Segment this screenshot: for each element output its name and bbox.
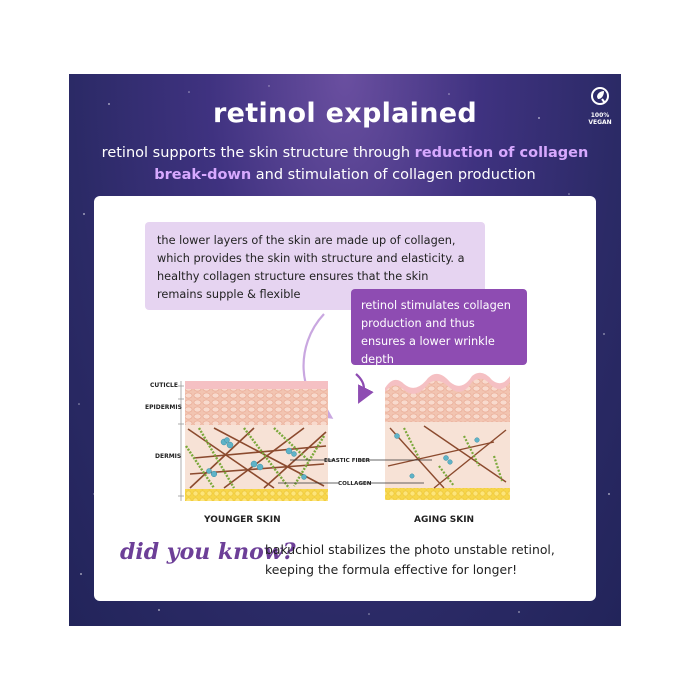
vegan-leaf-icon (591, 87, 609, 105)
did-you-know-text: bakuchiol stabilizes the photo unstable … (265, 542, 555, 577)
retinol-banner: retinol explained retinol supports the s… (69, 74, 621, 626)
info-card: the lower layers of the skin are made up… (94, 196, 596, 601)
did-you-know-heading: did you know? (120, 539, 296, 565)
subtitle-highlight: reduction of collagen break-down (154, 145, 589, 183)
skin-diagram: CUTICLE EPIDERMIS DERMIS (145, 313, 510, 525)
vegan-badge: 100% VEGAN (585, 86, 615, 126)
starfield-background (78, 85, 610, 615)
younger-skin-illustration (185, 381, 328, 501)
retinol-info-bubble: retinol stimulates collagen production a… (351, 289, 527, 366)
collagen-label: COLLAGEN (338, 481, 372, 487)
subtitle-part2: and stimulation of collagen production (251, 167, 536, 183)
subtitle-part1: retinol supports the skin structure thro… (101, 145, 415, 161)
dermis-label: DERMIS (155, 453, 181, 460)
page-title: retinol explained (213, 98, 477, 129)
elastic-fiber-label: ELASTIC FIBER (324, 458, 371, 464)
page-subtitle: retinol supports the skin structure thro… (89, 142, 601, 186)
aging-skin-caption: AGING SKIN (414, 515, 474, 525)
epidermis-label: EPIDERMIS (145, 404, 182, 411)
younger-skin-caption: YOUNGER SKIN (203, 515, 281, 525)
vegan-label: 100% VEGAN (588, 112, 612, 126)
arrow-to-aging-skin (355, 373, 374, 404)
aging-skin-illustration (385, 372, 510, 500)
cuticle-label: CUTICLE (150, 382, 178, 389)
layer-brackets (178, 381, 184, 501)
